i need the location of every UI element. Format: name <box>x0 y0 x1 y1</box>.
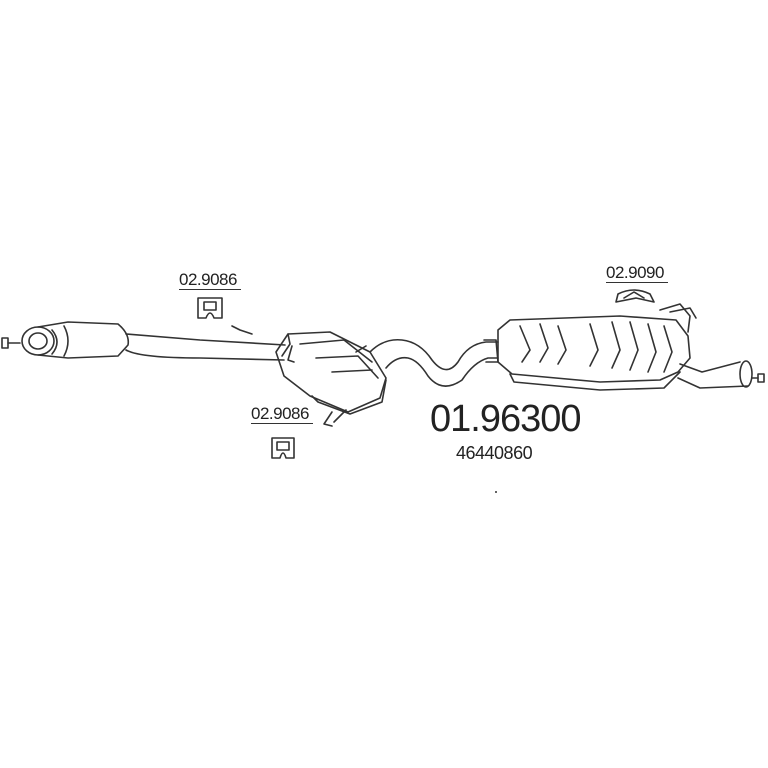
main-part-number: 01.96300 <box>430 398 581 440</box>
hanger-middle-label: 02.9086 <box>251 404 309 423</box>
hanger-front <box>197 297 223 319</box>
stray-dot <box>495 491 497 493</box>
front-pipe-section <box>21 321 286 361</box>
hanger-rear-label: 02.9090 <box>606 263 664 282</box>
middle-silencer <box>275 331 387 427</box>
oem-number: 46440860 <box>456 443 533 463</box>
rear-silencer <box>497 303 697 391</box>
connecting-pipe <box>369 338 499 387</box>
hanger-rear <box>615 289 655 303</box>
front-connection-stub <box>1 337 21 349</box>
hanger-front-label: 02.9086 <box>179 270 237 289</box>
hanger-rear-underline <box>606 282 668 283</box>
hanger-middle-underline <box>251 423 313 424</box>
tailpipe <box>677 360 765 389</box>
hanger-front-underline <box>179 289 241 290</box>
hanger-middle <box>271 437 295 459</box>
